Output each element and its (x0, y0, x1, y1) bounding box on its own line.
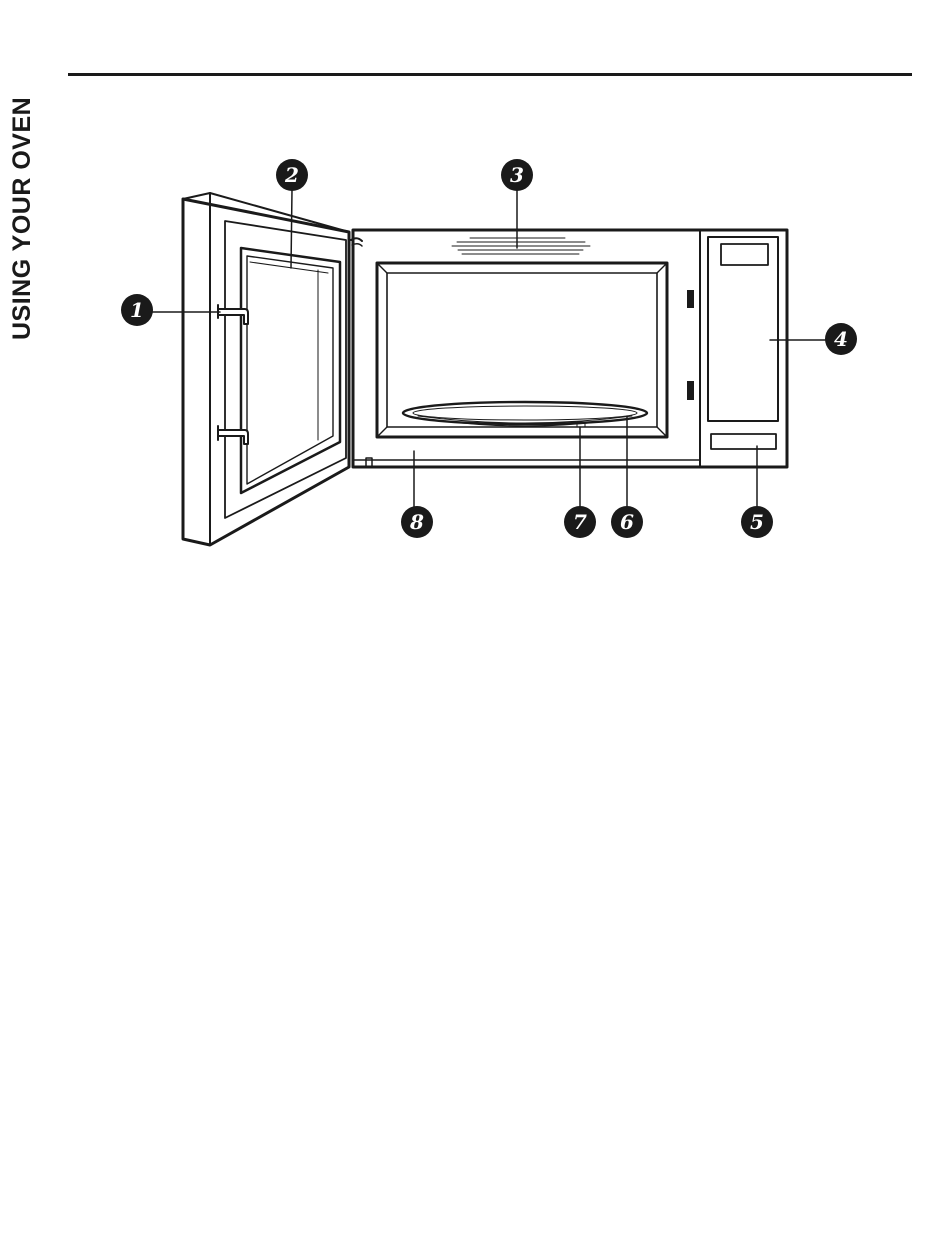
model-label-plate (711, 434, 776, 449)
callout-5: 5 (741, 506, 773, 538)
oven-cavity (377, 263, 667, 437)
callout-2-number: 2 (284, 163, 299, 187)
latch-slots (687, 290, 694, 400)
callout-4: 4 (825, 323, 857, 355)
callout-7: 7 (564, 506, 596, 538)
callout-3: 3 (501, 159, 533, 191)
callout-8-number: 8 (409, 510, 424, 534)
control-panel (708, 237, 778, 449)
callout-1: 1 (121, 294, 153, 326)
oven-body (353, 230, 787, 467)
callout-6-number: 6 (620, 510, 634, 534)
callout-3-number: 3 (510, 163, 524, 187)
callout-4-number: 4 (834, 327, 848, 351)
callout-6: 6 (611, 506, 643, 538)
display-window (721, 244, 768, 265)
callout-1-number: 1 (130, 298, 144, 322)
callout-8: 8 (401, 506, 433, 538)
door (183, 193, 362, 545)
callout-7-number: 7 (573, 510, 587, 534)
callout-2: 2 (276, 159, 308, 191)
callout-5-number: 5 (750, 510, 764, 534)
top-vent (452, 238, 590, 254)
glass-turntable (403, 402, 647, 424)
